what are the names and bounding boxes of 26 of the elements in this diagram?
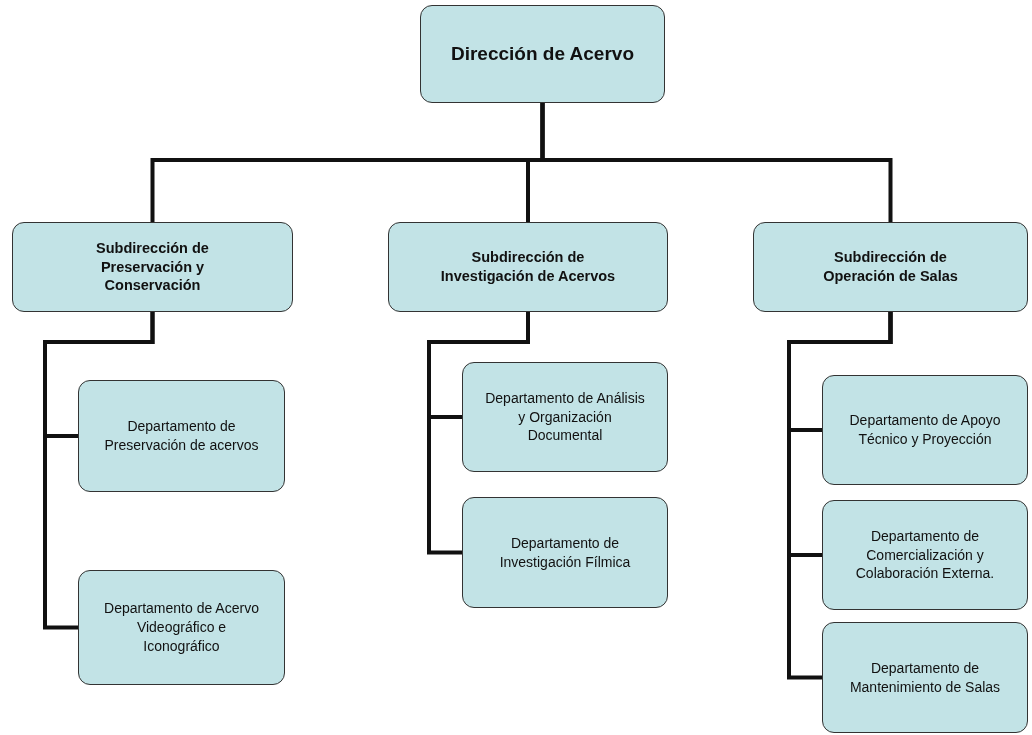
unit-name: Departamento de Investigación Fílmica xyxy=(498,533,632,572)
unit-name: Subdirección de Operación de Salas xyxy=(822,248,959,286)
org-box xyxy=(78,570,285,685)
unit-name: Subdirección de Investigación de Acervos xyxy=(439,248,617,286)
unit-name: Departamento de Apoyo Técnico y Proyección xyxy=(848,411,1002,449)
org-box xyxy=(462,497,668,608)
org-box xyxy=(388,222,668,312)
org-box xyxy=(822,500,1028,610)
unit-name: Dirección de Acervo xyxy=(450,43,634,65)
unit-name: Departamento de Análisis y Organización Documental xyxy=(485,388,645,446)
org-box xyxy=(78,380,285,492)
unit-name: Subdirección de Preservación y Conservación xyxy=(95,238,210,296)
org-box xyxy=(462,362,668,472)
org-box xyxy=(12,222,293,312)
connector-line xyxy=(427,312,530,555)
org-box xyxy=(420,5,665,103)
org-box xyxy=(822,375,1028,485)
connector-line xyxy=(787,312,893,680)
org-box xyxy=(822,622,1028,733)
unit-name: Departamento de Mantenimiento de Salas xyxy=(848,658,1002,697)
connector-line xyxy=(540,103,893,222)
unit-name: Departamento de Acervo Videográfico e Iconográfico xyxy=(103,599,260,656)
connector-line xyxy=(43,312,155,630)
org-box xyxy=(753,222,1028,312)
unit-name: Departamento de Preservación de acervos xyxy=(103,417,260,455)
unit-name: Departamento de Comercialización y Colaboración Externa. xyxy=(854,526,996,584)
